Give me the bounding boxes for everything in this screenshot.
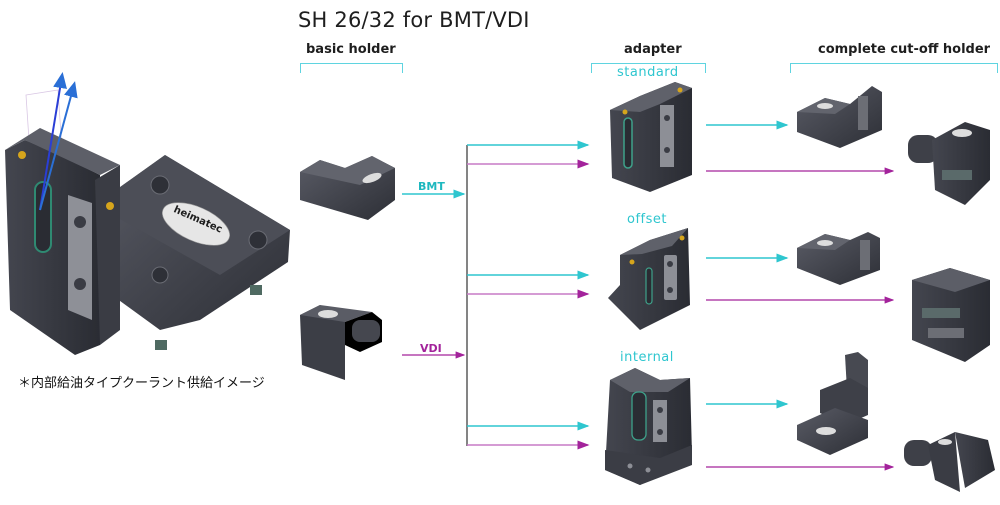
page-title: SH 26/32 for BMT/VDI bbox=[298, 8, 530, 32]
interface-label-bmt: BMT bbox=[418, 180, 445, 193]
column-header-basic-holder: basic holder bbox=[306, 42, 396, 57]
standard-adapter bbox=[610, 82, 692, 192]
bracket-adapter bbox=[591, 63, 706, 73]
interface-label-vdi: VDI bbox=[420, 342, 442, 355]
internal-vdi-complete bbox=[904, 432, 995, 492]
bmt-basic-holder bbox=[300, 156, 395, 220]
offset-vdi-complete bbox=[912, 268, 990, 362]
vdi-basic-holder bbox=[300, 305, 382, 380]
bracket-basic-holder bbox=[300, 63, 403, 73]
offset-bmt-complete bbox=[797, 232, 880, 285]
adapter-label-standard: standard bbox=[617, 65, 679, 80]
coolant-holder-illustration: heimatec bbox=[5, 72, 290, 355]
coolant-note: ＊内部給油タイプクーラント供給イメージ bbox=[18, 376, 265, 391]
adapter-label-internal: internal bbox=[620, 350, 674, 365]
coolant-arrow bbox=[39, 72, 67, 211]
internal-bmt-complete bbox=[797, 352, 868, 455]
bracket-complete bbox=[790, 63, 998, 73]
offset-adapter bbox=[608, 228, 690, 330]
adapter-label-offset: offset bbox=[627, 212, 667, 227]
internal-adapter bbox=[605, 368, 692, 485]
coolant-arrow bbox=[39, 81, 78, 211]
standard-vdi-complete bbox=[908, 122, 990, 205]
column-header-complete: complete cut-off holder bbox=[818, 42, 991, 57]
column-header-adapter: adapter bbox=[624, 42, 682, 57]
standard-bmt-complete bbox=[797, 86, 882, 148]
